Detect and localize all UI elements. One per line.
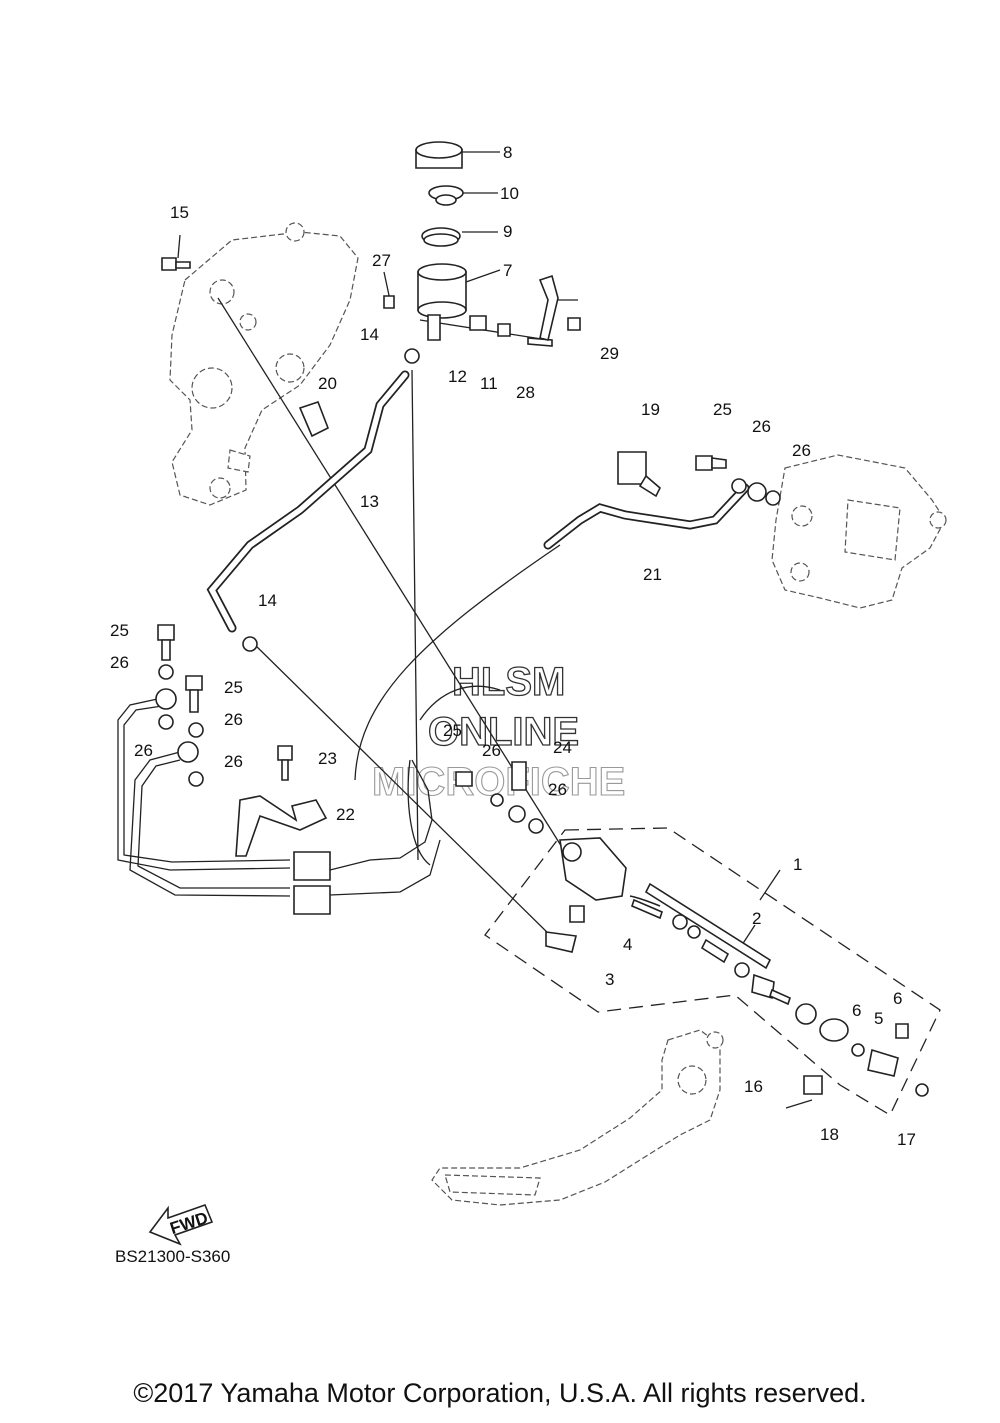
callout-21: 21 <box>643 565 662 584</box>
callout-8: 8 <box>503 143 512 162</box>
callout-6: 6 <box>893 989 902 1008</box>
hose-joint-3 <box>545 931 577 953</box>
callout-28: 28 <box>516 383 535 402</box>
callout-24: 24 <box>553 738 572 757</box>
callout-26: 26 <box>224 752 243 771</box>
gasket-center-2 <box>528 818 544 834</box>
callout-26: 26 <box>110 653 129 672</box>
callout-12: 12 <box>448 367 467 386</box>
pin-16 <box>803 1075 823 1095</box>
callout-15: 15 <box>170 203 189 222</box>
union-bolt-center <box>455 771 473 787</box>
callout-2: 2 <box>752 909 761 928</box>
callout-13: 13 <box>360 492 379 511</box>
hose-joint-4 <box>569 905 585 923</box>
fwd-label: FWD <box>168 1208 211 1238</box>
gasket-left-3 <box>188 722 204 738</box>
gasket-upper-right-1 <box>731 478 747 494</box>
cotter-pin <box>785 1099 813 1109</box>
forward-arrow: FWD <box>148 1203 214 1246</box>
callout-19: 19 <box>641 400 660 419</box>
nut-6-lower <box>851 1043 865 1057</box>
bolt-23 <box>277 745 293 761</box>
union-bolt-left-2 <box>185 675 203 691</box>
union-bolt-left-1 <box>157 624 175 641</box>
callout-16: 16 <box>744 1077 763 1096</box>
collar <box>469 315 487 331</box>
hose-guide-bracket <box>235 795 328 857</box>
brake-caliper-ghost <box>771 454 947 609</box>
callout-3: 3 <box>605 970 614 989</box>
callout-25: 25 <box>443 721 462 740</box>
brake-pedal-ghost <box>431 1029 724 1206</box>
dust-boot <box>819 1018 849 1042</box>
piston-spring <box>631 898 663 920</box>
reservoir-bracket <box>538 274 559 341</box>
callout-14: 14 <box>360 325 379 344</box>
callout-6: 6 <box>852 1001 861 1020</box>
hoses <box>117 370 750 897</box>
callout-22: 22 <box>336 805 355 824</box>
callout-23: 23 <box>318 749 337 768</box>
brake-light-switch <box>617 451 647 485</box>
callout-18: 18 <box>820 1125 839 1144</box>
gasket-left-2 <box>158 714 174 730</box>
callout-25: 25 <box>713 400 732 419</box>
callout-17: 17 <box>897 1130 916 1149</box>
callout-9: 9 <box>503 222 512 241</box>
callout-26: 26 <box>548 780 567 799</box>
callout-4: 4 <box>623 935 632 954</box>
callout-20: 20 <box>318 374 337 393</box>
callout-10: 10 <box>500 184 519 203</box>
callout-11: 11 <box>480 374 498 393</box>
diagram-code: BS21300-S360 <box>115 1247 230 1266</box>
nut-11 <box>497 323 511 337</box>
callout-26: 26 <box>752 417 771 436</box>
clevis <box>867 1048 899 1077</box>
gasket-center-1 <box>490 793 504 807</box>
nut-6-upper <box>895 1023 909 1039</box>
gasket-left-4 <box>188 771 204 787</box>
gasket-upper-right-2 <box>765 490 781 506</box>
callout-29: 29 <box>600 344 619 363</box>
copyright-notice: ©2017 Yamaha Motor Corporation, U.S.A. A… <box>133 1378 867 1408</box>
hose-clamp-20 <box>298 400 330 438</box>
assembly-outlines <box>484 827 941 1116</box>
callout-26: 26 <box>792 441 811 460</box>
watermark-line-2: ONLINE <box>428 710 579 754</box>
cylinder-kit-rod <box>644 882 772 970</box>
callout-14: 14 <box>258 591 277 610</box>
footrest-bracket-ghost <box>169 222 359 506</box>
hose-clip-upper <box>404 348 420 364</box>
watermark: HLSM ONLINE MICROFICHE <box>371 659 625 804</box>
gasket-left-1 <box>158 664 174 680</box>
callout-labels: 1 2 3 4 5 6 6 7 8 9 10 11 12 13 14 14 15… <box>110 143 916 1149</box>
callout-26: 26 <box>224 710 243 729</box>
parts <box>155 141 929 1109</box>
callout-5: 5 <box>874 1009 883 1028</box>
callout-7: 7 <box>503 261 512 280</box>
bolt-15 <box>161 257 177 271</box>
callout-26: 26 <box>134 741 153 760</box>
screw-27 <box>383 295 395 309</box>
union-bolt-upper-right <box>695 455 713 471</box>
callout-25: 25 <box>110 621 129 640</box>
watermark-line-1: HLSM <box>452 660 565 704</box>
callout-27: 27 <box>372 251 391 270</box>
callout-1: 1 <box>793 855 802 874</box>
washer-17 <box>915 1083 929 1097</box>
hose-joint-24 <box>511 761 527 791</box>
callout-26: 26 <box>482 741 501 760</box>
callout-25: 25 <box>224 678 243 697</box>
hose-clip-lower <box>242 636 258 652</box>
